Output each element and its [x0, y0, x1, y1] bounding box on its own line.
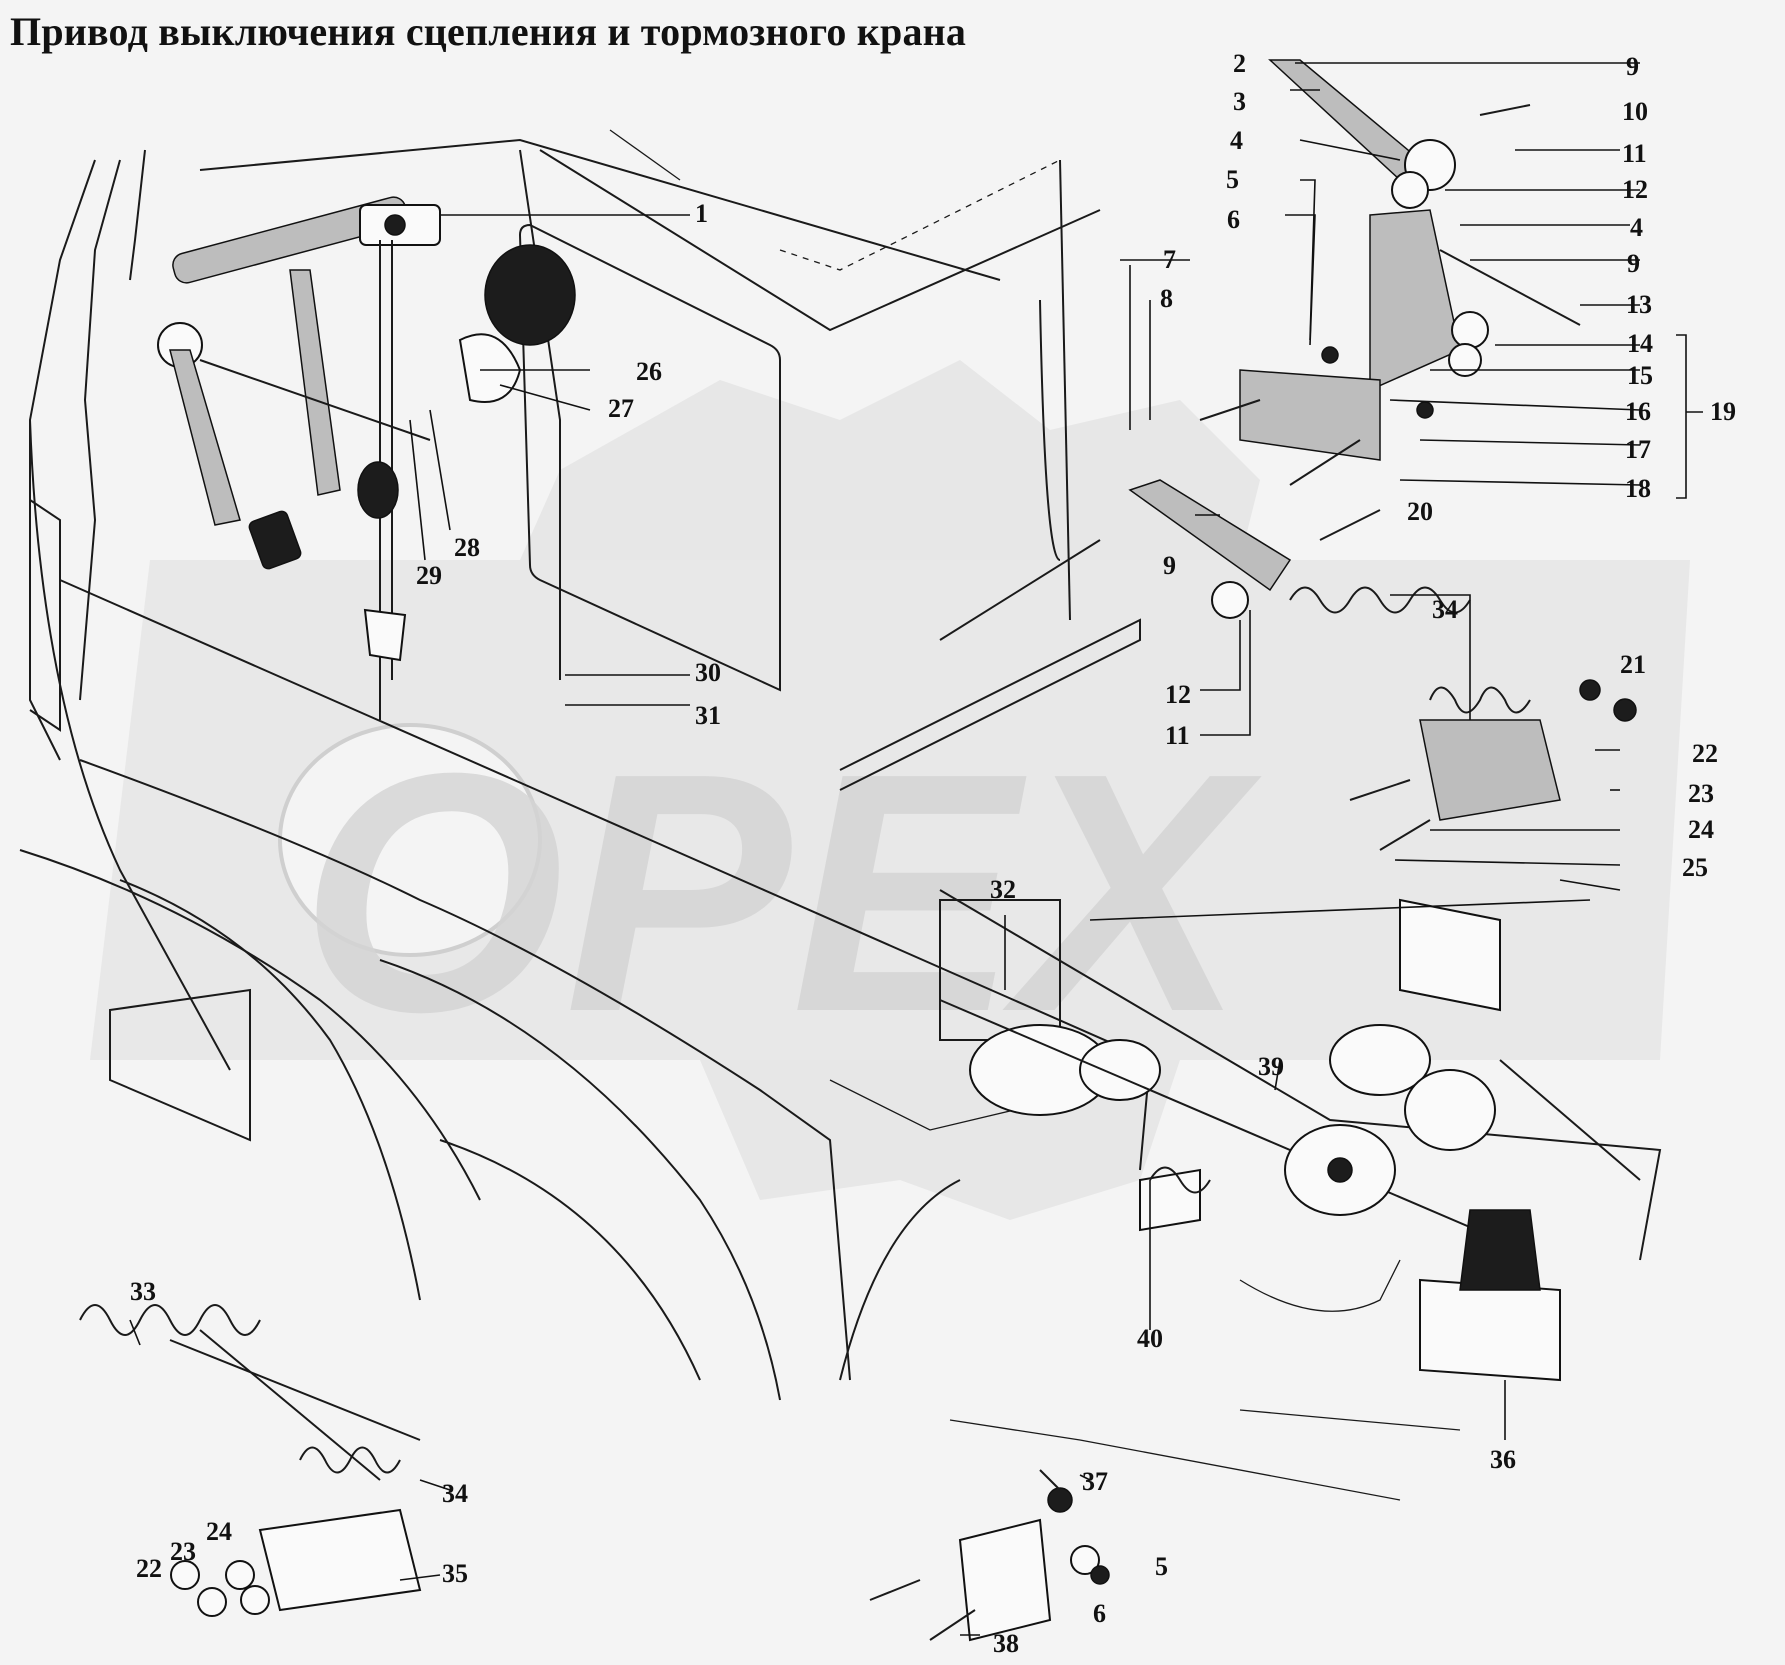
watermark-logo: OPEX — [90, 360, 1690, 1220]
brake-valve-area — [939, 898, 1561, 1382]
callout-11a: 11 — [1622, 139, 1647, 168]
callout-10: 10 — [1622, 97, 1648, 126]
callout-26: 26 — [636, 357, 662, 386]
callout-29: 29 — [416, 561, 442, 590]
callout-39: 39 — [1258, 1052, 1284, 1081]
callout-37: 37 — [1082, 1467, 1108, 1496]
callout-2: 2 — [1233, 49, 1246, 78]
callout-31: 31 — [695, 701, 721, 730]
callout-19: 19 — [1710, 397, 1736, 426]
bottom-left-details — [79, 1304, 422, 1617]
callout-20: 20 — [1407, 497, 1433, 526]
pedal-assembly — [157, 196, 576, 720]
callout-21: 21 — [1620, 650, 1646, 679]
callout-23b: 23 — [170, 1537, 196, 1566]
callout-15: 15 — [1627, 361, 1653, 390]
callout-23a: 23 — [1688, 779, 1714, 808]
callout-3: 3 — [1233, 87, 1246, 116]
callout-30: 30 — [695, 658, 721, 687]
callout-22b: 22 — [136, 1554, 162, 1583]
callout-9a: 9 — [1626, 52, 1639, 81]
callout-6a: 6 — [1227, 205, 1240, 234]
callout-34a: 34 — [1432, 595, 1458, 624]
callout-7: 7 — [1163, 245, 1176, 274]
callout-35: 35 — [442, 1559, 468, 1588]
callout-40: 40 — [1137, 1324, 1163, 1353]
spring-lever-assembly — [1128, 479, 1637, 851]
callout-38: 38 — [993, 1629, 1019, 1658]
callout-33: 33 — [130, 1277, 156, 1306]
callout-9b: 9 — [1627, 249, 1640, 278]
callout-36: 36 — [1490, 1445, 1516, 1474]
callout-32: 32 — [990, 875, 1016, 904]
callout-14: 14 — [1627, 329, 1653, 358]
callout-24a: 24 — [1688, 815, 1714, 844]
callout-9c: 9 — [1163, 551, 1176, 580]
callout-labels: 1 2 3 4 4 5 5 6 6 7 8 9 9 9 10 11 11 12 … — [130, 49, 1736, 1658]
bottom-center-details — [869, 1469, 1110, 1642]
callout-16: 16 — [1625, 397, 1651, 426]
callout-22a: 22 — [1692, 739, 1718, 768]
callout-25: 25 — [1682, 853, 1708, 882]
callout-12b: 12 — [1165, 680, 1191, 709]
callout-18: 18 — [1625, 474, 1651, 503]
group-19-bracket — [1676, 334, 1703, 499]
upper-right-assembly — [1199, 59, 1581, 541]
callout-6b: 6 — [1093, 1599, 1106, 1628]
callout-1: 1 — [695, 199, 708, 228]
callout-5b: 5 — [1155, 1552, 1168, 1581]
callout-5a: 5 — [1226, 165, 1239, 194]
callout-12a: 12 — [1622, 175, 1648, 204]
callout-13: 13 — [1626, 290, 1652, 319]
callout-17: 17 — [1625, 435, 1651, 464]
callout-4a: 4 — [1230, 126, 1243, 155]
leader-lines — [129, 62, 1641, 1636]
callout-24b: 24 — [206, 1517, 232, 1546]
callout-28: 28 — [454, 533, 480, 562]
page-title: Привод выключения сцепления и тормозного… — [10, 9, 967, 54]
watermark-text: OPEX — [300, 703, 1262, 1083]
callout-4b: 4 — [1630, 213, 1643, 242]
callout-34b: 34 — [442, 1479, 468, 1508]
callout-11b: 11 — [1165, 721, 1190, 750]
callout-8: 8 — [1160, 284, 1173, 313]
callout-27: 27 — [608, 394, 634, 423]
